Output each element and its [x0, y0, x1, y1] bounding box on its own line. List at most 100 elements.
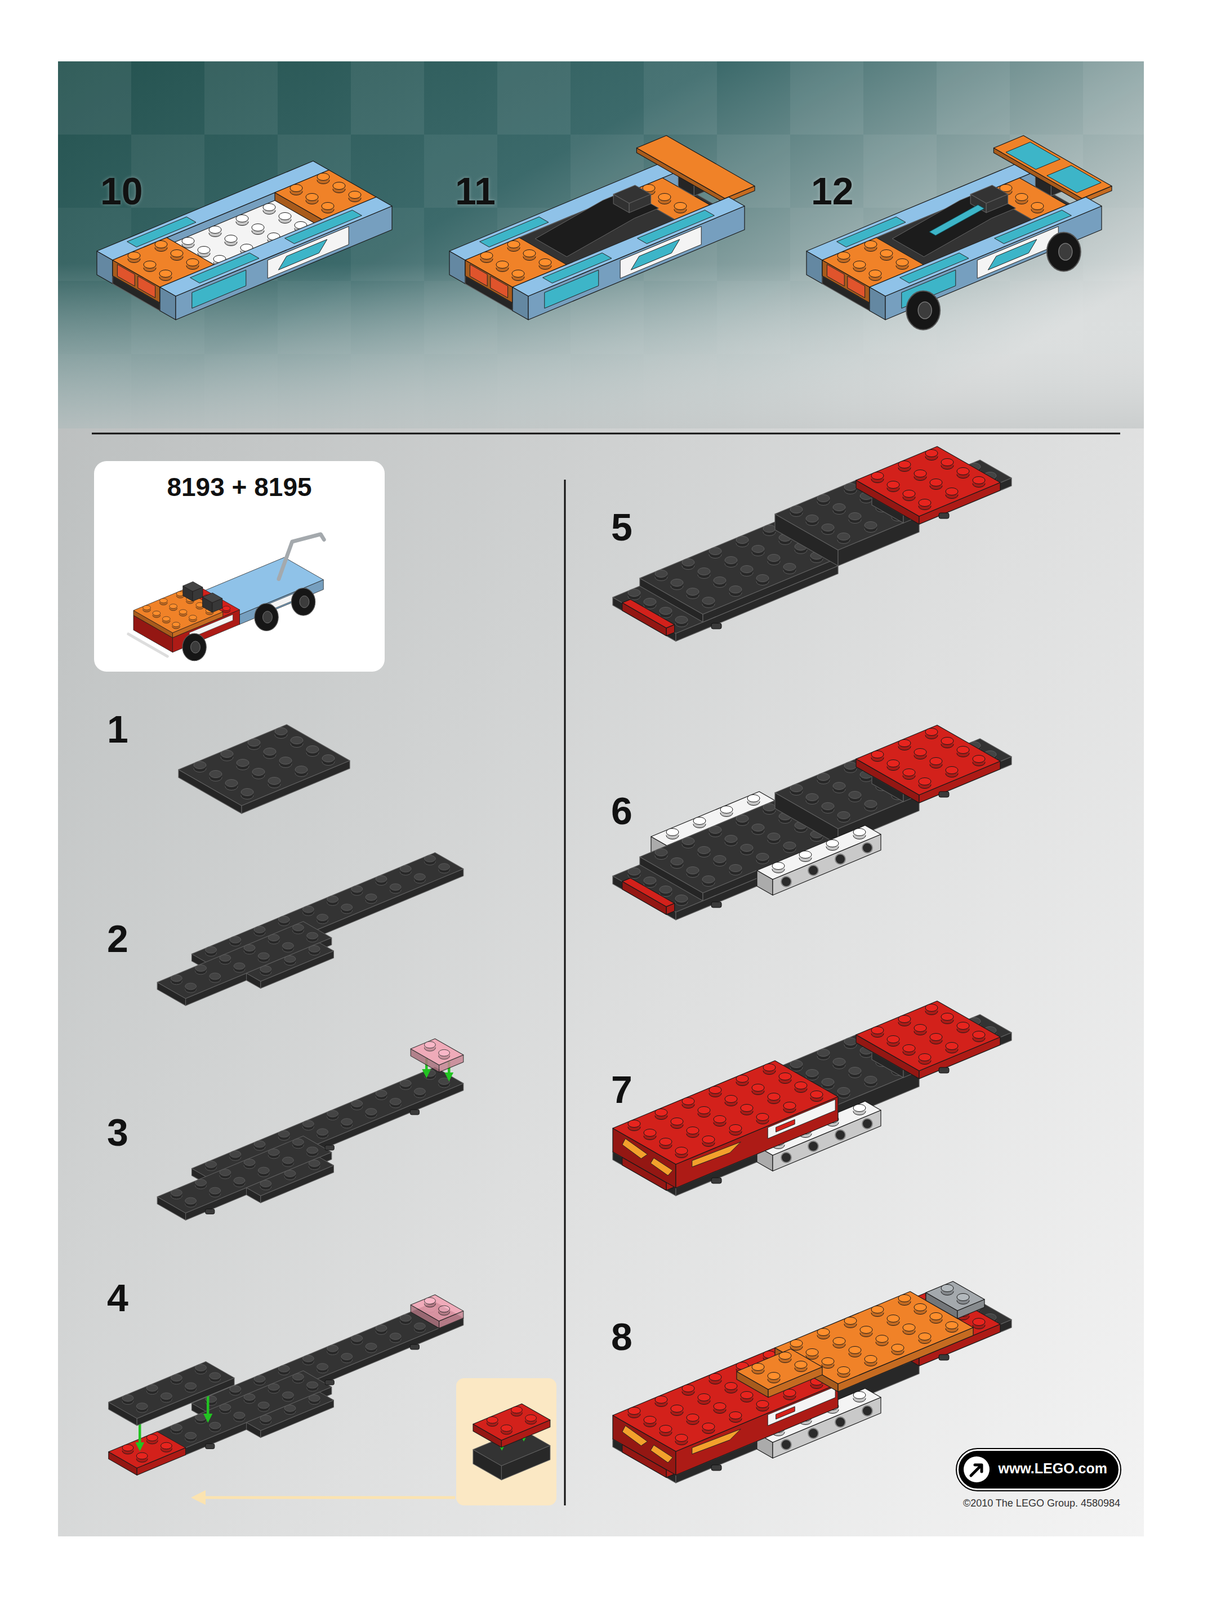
- stud-top: [654, 1109, 668, 1117]
- stud-top: [254, 1141, 266, 1148]
- stud-top: [399, 865, 412, 873]
- sticker: [544, 270, 599, 309]
- stud-top: [1031, 202, 1044, 211]
- stud-top: [724, 557, 738, 565]
- stud-top: [686, 1127, 699, 1135]
- stud-top: [219, 955, 231, 962]
- stud-top: [308, 1160, 320, 1168]
- stud-top: [122, 1395, 134, 1403]
- stud-top: [898, 1016, 911, 1024]
- brick-top-face: [246, 1392, 334, 1432]
- stud-top: [306, 1382, 319, 1389]
- stud-top: [303, 1355, 315, 1363]
- stud-top: [438, 1049, 450, 1057]
- stud-top: [751, 824, 765, 832]
- stud-top: [751, 1084, 765, 1093]
- stud-top: [511, 270, 525, 278]
- stud-top: [929, 758, 943, 766]
- step-illustration: [612, 446, 1012, 642]
- stud-top: [790, 506, 803, 514]
- technic-hole: [835, 854, 846, 865]
- sticker: [1005, 141, 1060, 169]
- technic-hole: [781, 876, 792, 888]
- stud-top: [263, 203, 276, 212]
- axle-pin: [938, 513, 949, 519]
- stud-top: [438, 1078, 450, 1086]
- stud-top: [209, 1422, 221, 1430]
- stud-top: [321, 202, 334, 211]
- stud-top: [438, 863, 450, 871]
- stud-top: [389, 1098, 401, 1106]
- stud-top: [317, 914, 329, 922]
- axle-pin: [205, 1209, 215, 1215]
- stud-top: [282, 942, 294, 950]
- technic-hole: [808, 865, 819, 876]
- stud-top: [810, 1091, 823, 1099]
- lego-brick: [993, 135, 1112, 204]
- step-illustration: [108, 1295, 464, 1476]
- stud-top: [268, 1149, 280, 1157]
- stud-top: [306, 746, 319, 754]
- stud-top: [682, 559, 695, 567]
- lego-brick: [869, 197, 1102, 320]
- stud-top: [972, 755, 986, 764]
- lego-brick: [108, 1432, 186, 1476]
- stud-top: [254, 926, 266, 934]
- stud-top: [945, 767, 958, 775]
- stud-top: [295, 766, 308, 774]
- stud-top: [702, 597, 715, 605]
- lego-brick: [856, 725, 1001, 804]
- stud-top: [925, 728, 938, 737]
- brick-top-face: [856, 446, 1001, 517]
- stud-top: [290, 184, 303, 193]
- stud-top: [729, 586, 742, 594]
- stud-top: [171, 975, 183, 983]
- stud-top: [720, 806, 733, 814]
- sticker: [977, 226, 1059, 279]
- stud-top: [143, 261, 157, 269]
- subassembly-box: [456, 1378, 557, 1506]
- stud-top: [268, 777, 281, 786]
- stud-top: [327, 896, 339, 903]
- stud-top: [844, 1038, 857, 1046]
- stud-top: [736, 1075, 749, 1084]
- step-illustration: [612, 1001, 1012, 1197]
- stud-top: [327, 1110, 339, 1118]
- lego-brick: [856, 1001, 1001, 1080]
- stud-top: [292, 1374, 305, 1381]
- stud-top: [925, 449, 938, 458]
- stud-top: [523, 250, 536, 258]
- stud-top: [844, 483, 857, 492]
- stud-top: [486, 1417, 498, 1424]
- stud-top: [375, 875, 387, 883]
- stud-top: [686, 588, 699, 596]
- stud-top: [871, 1027, 884, 1035]
- brick-top-face: [512, 197, 745, 297]
- stud-top: [844, 762, 857, 770]
- stud-top: [832, 504, 846, 512]
- technic-hole: [862, 843, 873, 854]
- sticker: [267, 226, 349, 279]
- stud-top: [414, 1088, 426, 1096]
- stud-top: [832, 782, 846, 791]
- stud-top: [790, 1061, 803, 1069]
- stud-top: [871, 751, 884, 759]
- step-illustration: [96, 161, 392, 320]
- stud-top: [243, 1159, 256, 1167]
- stud-top: [790, 785, 803, 793]
- stud-top: [693, 817, 706, 826]
- stud-top: [278, 916, 290, 924]
- stud-top: [686, 867, 699, 875]
- lego-brick: [108, 1362, 235, 1427]
- stud-top: [956, 1022, 970, 1031]
- brick-top-face: [159, 197, 392, 297]
- step-illustration: [449, 135, 755, 320]
- stud-top: [929, 1034, 943, 1042]
- technic-hole: [835, 1130, 846, 1141]
- stud-top: [424, 855, 436, 863]
- stud-top: [805, 794, 819, 802]
- brick-front-face: [528, 206, 745, 320]
- step-illustration: [612, 1281, 1012, 1484]
- stud-top: [424, 1298, 436, 1305]
- brick-top-face: [636, 135, 755, 199]
